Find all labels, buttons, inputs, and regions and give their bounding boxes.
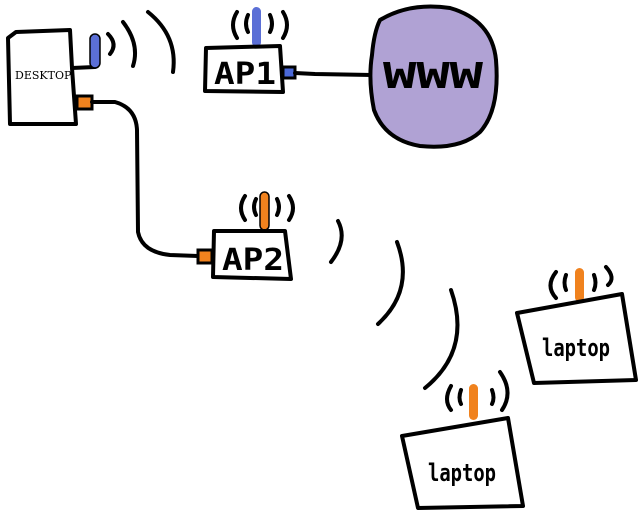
- desktop-signal-arc-icon: [121, 20, 137, 68]
- desktop-node: DESKTOP: [6, 10, 176, 126]
- laptop1-signal-arc-icon: [562, 273, 568, 292]
- ap2-wired-port-icon: [196, 248, 214, 265]
- ap2-signal-arc-icon: [239, 194, 247, 222]
- desktop-antenna-icon: [89, 33, 101, 69]
- ap1-signal-arc-icon: [244, 13, 250, 34]
- ap1-signal-arc-icon: [231, 10, 239, 40]
- www-node: WWW: [368, 4, 499, 149]
- laptop2-signal-arc-icon: [445, 384, 453, 412]
- laptop1-antenna-icon: [575, 268, 584, 302]
- laptop1-signal-arc-icon: [592, 273, 598, 292]
- ap1-signal-arc-icon: [268, 13, 274, 34]
- laptop2-signal-arc-icon: [498, 370, 510, 412]
- desktop-label: DESKTOP: [15, 69, 72, 82]
- ap1-signal-arc-icon: [281, 10, 289, 40]
- ap2-label: AP2: [222, 243, 284, 278]
- laptop-node-1: laptop: [515, 265, 638, 385]
- ap1-node: AP1: [203, 7, 297, 94]
- laptop2-signal-arc-icon: [457, 388, 463, 406]
- desktop-wired-port-icon: [75, 94, 94, 111]
- cable-desktop-ap2: [90, 100, 200, 258]
- ap2-signal-arc-icon: [275, 197, 281, 217]
- ap2-signal-arc-icon: [252, 197, 258, 217]
- ap1-antenna-icon: [252, 7, 261, 47]
- laptop2-signal-arc-icon: [490, 388, 496, 406]
- ap1-box: [203, 44, 285, 94]
- laptop2-label: laptop: [428, 459, 496, 487]
- cable-ap1-www: [293, 71, 374, 77]
- laptop1-box: [515, 292, 638, 385]
- desktop-signal-arc-icon: [146, 10, 176, 74]
- ap2-signal-arc-icon: [287, 194, 295, 222]
- ap2-node: AP2: [196, 191, 295, 281]
- www-label: WWW: [383, 56, 483, 97]
- www-cloud: [368, 4, 499, 149]
- desktop-signal-arc-icon: [106, 32, 116, 56]
- laptop1-label: laptop: [542, 334, 610, 362]
- laptop-node-2: laptop: [400, 370, 525, 510]
- ap1-label: AP1: [214, 57, 276, 92]
- laptop2-box: [400, 416, 525, 510]
- laptop2-antenna-icon: [469, 384, 478, 420]
- laptop1-signal-arc-icon: [548, 270, 558, 300]
- ap2-signal-arc-icon: [423, 288, 460, 390]
- laptop1-signal-arc-icon: [604, 265, 614, 287]
- ap2-antenna-icon: [259, 191, 270, 231]
- ap2-signal-arc-icon: [329, 219, 344, 264]
- ap2-signal-arc-icon: [376, 240, 405, 326]
